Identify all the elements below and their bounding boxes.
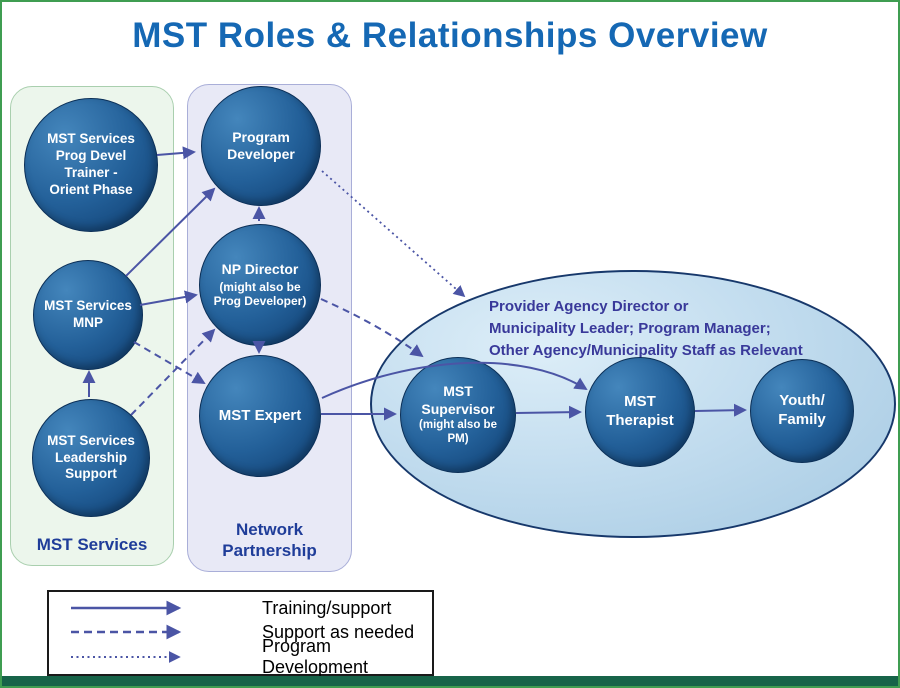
legend-dotted-arrow-icon	[71, 651, 181, 663]
legend-label-training-support: Training/support	[262, 597, 392, 618]
bottom-green-bar	[2, 676, 898, 686]
node-mst-supervisor: MST Supervisor (might also be PM)	[400, 357, 516, 473]
node-mst-services-leadership-label: MST Services Leadership Support	[47, 432, 135, 482]
provider-agency-header: Provider Agency Director or Municipality…	[489, 298, 803, 359]
node-program-developer: Program Developer	[201, 86, 321, 206]
legend-row-program-development: Program Development	[57, 636, 432, 677]
legend-row-support-as-needed: Support as needed	[57, 620, 432, 644]
page-title: MST Roles & Relationships Overview	[132, 16, 768, 55]
legend-label-program-development: Program Development	[262, 636, 369, 677]
node-program-developer-label: Program Developer	[227, 128, 295, 163]
node-mst-services-mnp-label: MST Services MNP	[44, 298, 132, 330]
node-mst-services-leadership: MST Services Leadership Support	[32, 399, 150, 517]
node-youth-family: Youth/ Family	[750, 359, 854, 463]
node-np-director: NP Director (might also be Prog Develope…	[199, 224, 321, 346]
node-mst-supervisor-sublabel: (might also be PM)	[419, 419, 497, 445]
panel-mst-services-label: MST Services	[36, 534, 148, 554]
node-mst-supervisor-label: MST Supervisor	[421, 383, 495, 417]
legend: Training/support Support as needed Progr…	[47, 590, 434, 677]
node-np-director-sublabel: (might also be Prog Developer)	[213, 279, 307, 309]
node-mst-expert-label: MST Expert	[218, 406, 302, 424]
node-mst-services-trainer: MST Services Prog Devel Trainer - Orient…	[24, 98, 158, 232]
panel-network-partnership-label: Network Partnership	[222, 519, 317, 560]
legend-row-training-support: Training/support	[57, 596, 432, 620]
legend-solid-arrow-icon	[71, 600, 182, 616]
node-youth-family-label: Youth/ Family	[778, 392, 826, 428]
node-np-director-label: NP Director	[221, 261, 299, 278]
node-mst-services-mnp: MST Services MNP	[33, 260, 143, 370]
node-mst-services-trainer-label: MST Services Prog Devel Trainer - Orient…	[47, 131, 135, 197]
node-mst-therapist: MST Therapist	[585, 357, 695, 467]
legend-label-support-as-needed: Support as needed	[262, 621, 415, 642]
legend-dashed-arrow-icon	[71, 624, 182, 640]
node-mst-therapist-label: MST Therapist	[606, 393, 674, 429]
node-mst-expert: MST Expert	[199, 355, 321, 477]
